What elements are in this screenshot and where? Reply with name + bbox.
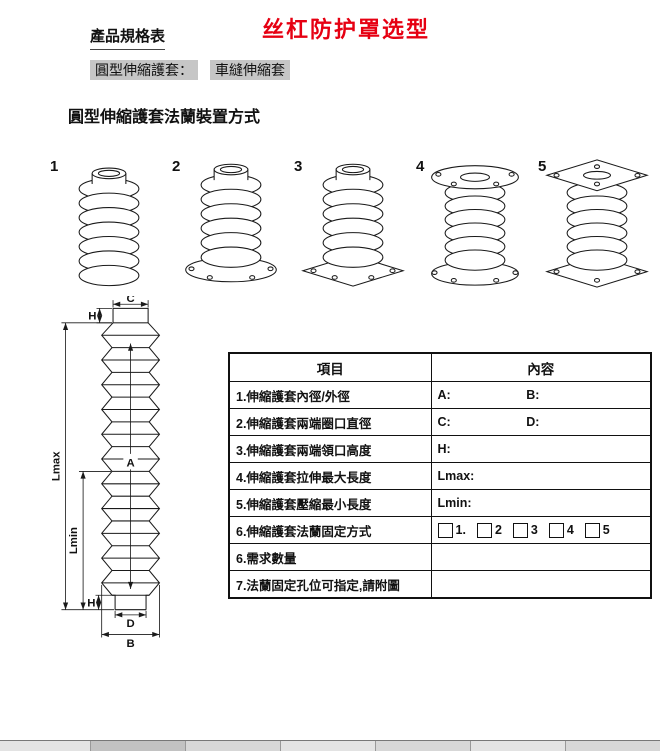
field-c-label: C: bbox=[437, 415, 451, 429]
flange-option-5-label: 5 bbox=[602, 523, 610, 537]
table-row: 5.伸縮護套壓縮最小長度 Lmin: bbox=[228, 489, 652, 517]
bellows-drawing-2 bbox=[185, 148, 277, 283]
dim-label-c: C bbox=[126, 296, 134, 305]
table-header-row: 項目 內容 bbox=[228, 352, 652, 382]
content-cell: H: bbox=[430, 435, 652, 463]
field-lmax-label: Lmax: bbox=[437, 469, 475, 483]
flange-option-3-label: 3 bbox=[530, 523, 538, 537]
dimension-diagram: C H A Lmax Lmin H D B bbox=[50, 293, 174, 657]
flange-mount-figures: 1 2 3 bbox=[50, 148, 650, 306]
figure-number: 4 bbox=[416, 158, 425, 175]
flange-option-4-checkbox[interactable] bbox=[548, 522, 564, 538]
figure-4-round-flange-top-bottom: 4 bbox=[416, 148, 528, 306]
item-cell: 6.伸縮護套法蘭固定方式 bbox=[228, 516, 432, 544]
field-lmin-label: Lmin: bbox=[437, 496, 472, 510]
content-cell: Lmax: bbox=[430, 462, 652, 490]
figure-5-square-flange-top-bottom: 5 bbox=[538, 148, 650, 306]
table-row: 2.伸縮護套兩端圈口直徑 C: D: bbox=[228, 408, 652, 436]
section-heading: 圓型伸縮護套法蘭裝置方式 bbox=[68, 109, 261, 126]
dim-label-h-top: H bbox=[88, 311, 96, 323]
bellows-drawing-1 bbox=[56, 148, 162, 298]
dim-label-d: D bbox=[126, 618, 134, 630]
figure-3-square-flange-bottom: 3 bbox=[294, 148, 406, 306]
bellows-right-profile bbox=[145, 322, 161, 610]
dim-label-lmax: Lmax bbox=[50, 451, 62, 481]
table-row: 6.需求數量 bbox=[228, 543, 652, 571]
subtitle-row: 圓型伸縮護套： 車縫伸縮套 bbox=[90, 60, 290, 80]
table-row: 1.伸縮護套內徑/外徑 A: B: bbox=[228, 381, 652, 409]
field-d-label: D: bbox=[526, 415, 540, 429]
dim-label-b: B bbox=[126, 638, 134, 650]
flange-option-1-checkbox[interactable] bbox=[437, 522, 453, 538]
field-b-label: B: bbox=[526, 388, 540, 402]
bellows-drawing-5 bbox=[545, 159, 649, 288]
item-cell: 7.法蘭固定孔位可指定,請附圖 bbox=[228, 570, 432, 599]
subtitle-label: 圓型伸縮護套： bbox=[90, 60, 198, 80]
spec-table-title: 產品規格表 bbox=[90, 25, 166, 50]
figure-1-plain-bellows: 1 bbox=[50, 148, 162, 306]
flange-option-5-checkbox[interactable] bbox=[584, 522, 600, 538]
subtitle-value: 車縫伸縮套 bbox=[210, 60, 290, 80]
table-row: 6.伸縮護套法蘭固定方式 1. 2 3 4 5 bbox=[228, 516, 652, 544]
bellows-left-profile bbox=[100, 322, 116, 610]
content-cell: Lmin: bbox=[430, 489, 652, 517]
spec-table: 項目 內容 1.伸縮護套內徑/外徑 A: B: 2.伸縮護套兩端圈口直徑 C: … bbox=[228, 352, 652, 599]
item-cell: 5.伸縮護套壓縮最小長度 bbox=[228, 489, 432, 517]
table-header-item: 項目 bbox=[228, 352, 432, 382]
figure-number: 5 bbox=[538, 158, 547, 175]
table-header-content: 內容 bbox=[430, 352, 652, 382]
figure-number: 2 bbox=[172, 158, 181, 175]
bellows-drawing-4 bbox=[431, 165, 519, 286]
page-title: 丝杠防护罩选型 bbox=[262, 17, 431, 42]
top-collar bbox=[112, 307, 149, 324]
flange-option-1-label: 1. bbox=[455, 523, 466, 537]
flange-option-3-checkbox[interactable] bbox=[512, 522, 528, 538]
dim-label-a: A bbox=[126, 457, 134, 469]
content-cell bbox=[430, 543, 652, 571]
item-cell: 2.伸縮護套兩端圈口直徑 bbox=[228, 408, 432, 436]
item-cell: 6.需求數量 bbox=[228, 543, 432, 571]
field-a-label: A: bbox=[437, 388, 451, 402]
figure-number: 1 bbox=[50, 158, 59, 175]
flange-options: 1. 2 3 4 5 bbox=[437, 522, 645, 538]
content-cell bbox=[430, 570, 652, 599]
item-cell: 1.伸縮護套內徑/外徑 bbox=[228, 381, 432, 409]
figure-number: 3 bbox=[294, 158, 303, 175]
bellows-drawing-3 bbox=[301, 148, 405, 287]
dim-label-lmin: Lmin bbox=[68, 527, 80, 554]
item-cell: 3.伸縮護套兩端領口高度 bbox=[228, 435, 432, 463]
flange-option-2-checkbox[interactable] bbox=[476, 522, 492, 538]
table-row: 7.法蘭固定孔位可指定,請附圖 bbox=[228, 570, 652, 599]
content-cell: 1. 2 3 4 5 bbox=[430, 516, 652, 544]
dim-label-h-bottom: H bbox=[87, 598, 95, 610]
item-cell: 4.伸縮護套拉伸最大長度 bbox=[228, 462, 432, 490]
content-cell: A: B: bbox=[430, 381, 652, 409]
table-row: 4.伸縮護套拉伸最大長度 Lmax: bbox=[228, 462, 652, 490]
flange-option-4-label: 4 bbox=[566, 523, 574, 537]
field-h-label: H: bbox=[437, 442, 451, 456]
flange-option-2-label: 2 bbox=[494, 523, 502, 537]
content-cell: C: D: bbox=[430, 408, 652, 436]
table-row: 3.伸縮護套兩端領口高度 H: bbox=[228, 435, 652, 463]
figure-2-round-flange-bottom: 2 bbox=[172, 148, 284, 306]
next-table-edge bbox=[0, 740, 660, 751]
